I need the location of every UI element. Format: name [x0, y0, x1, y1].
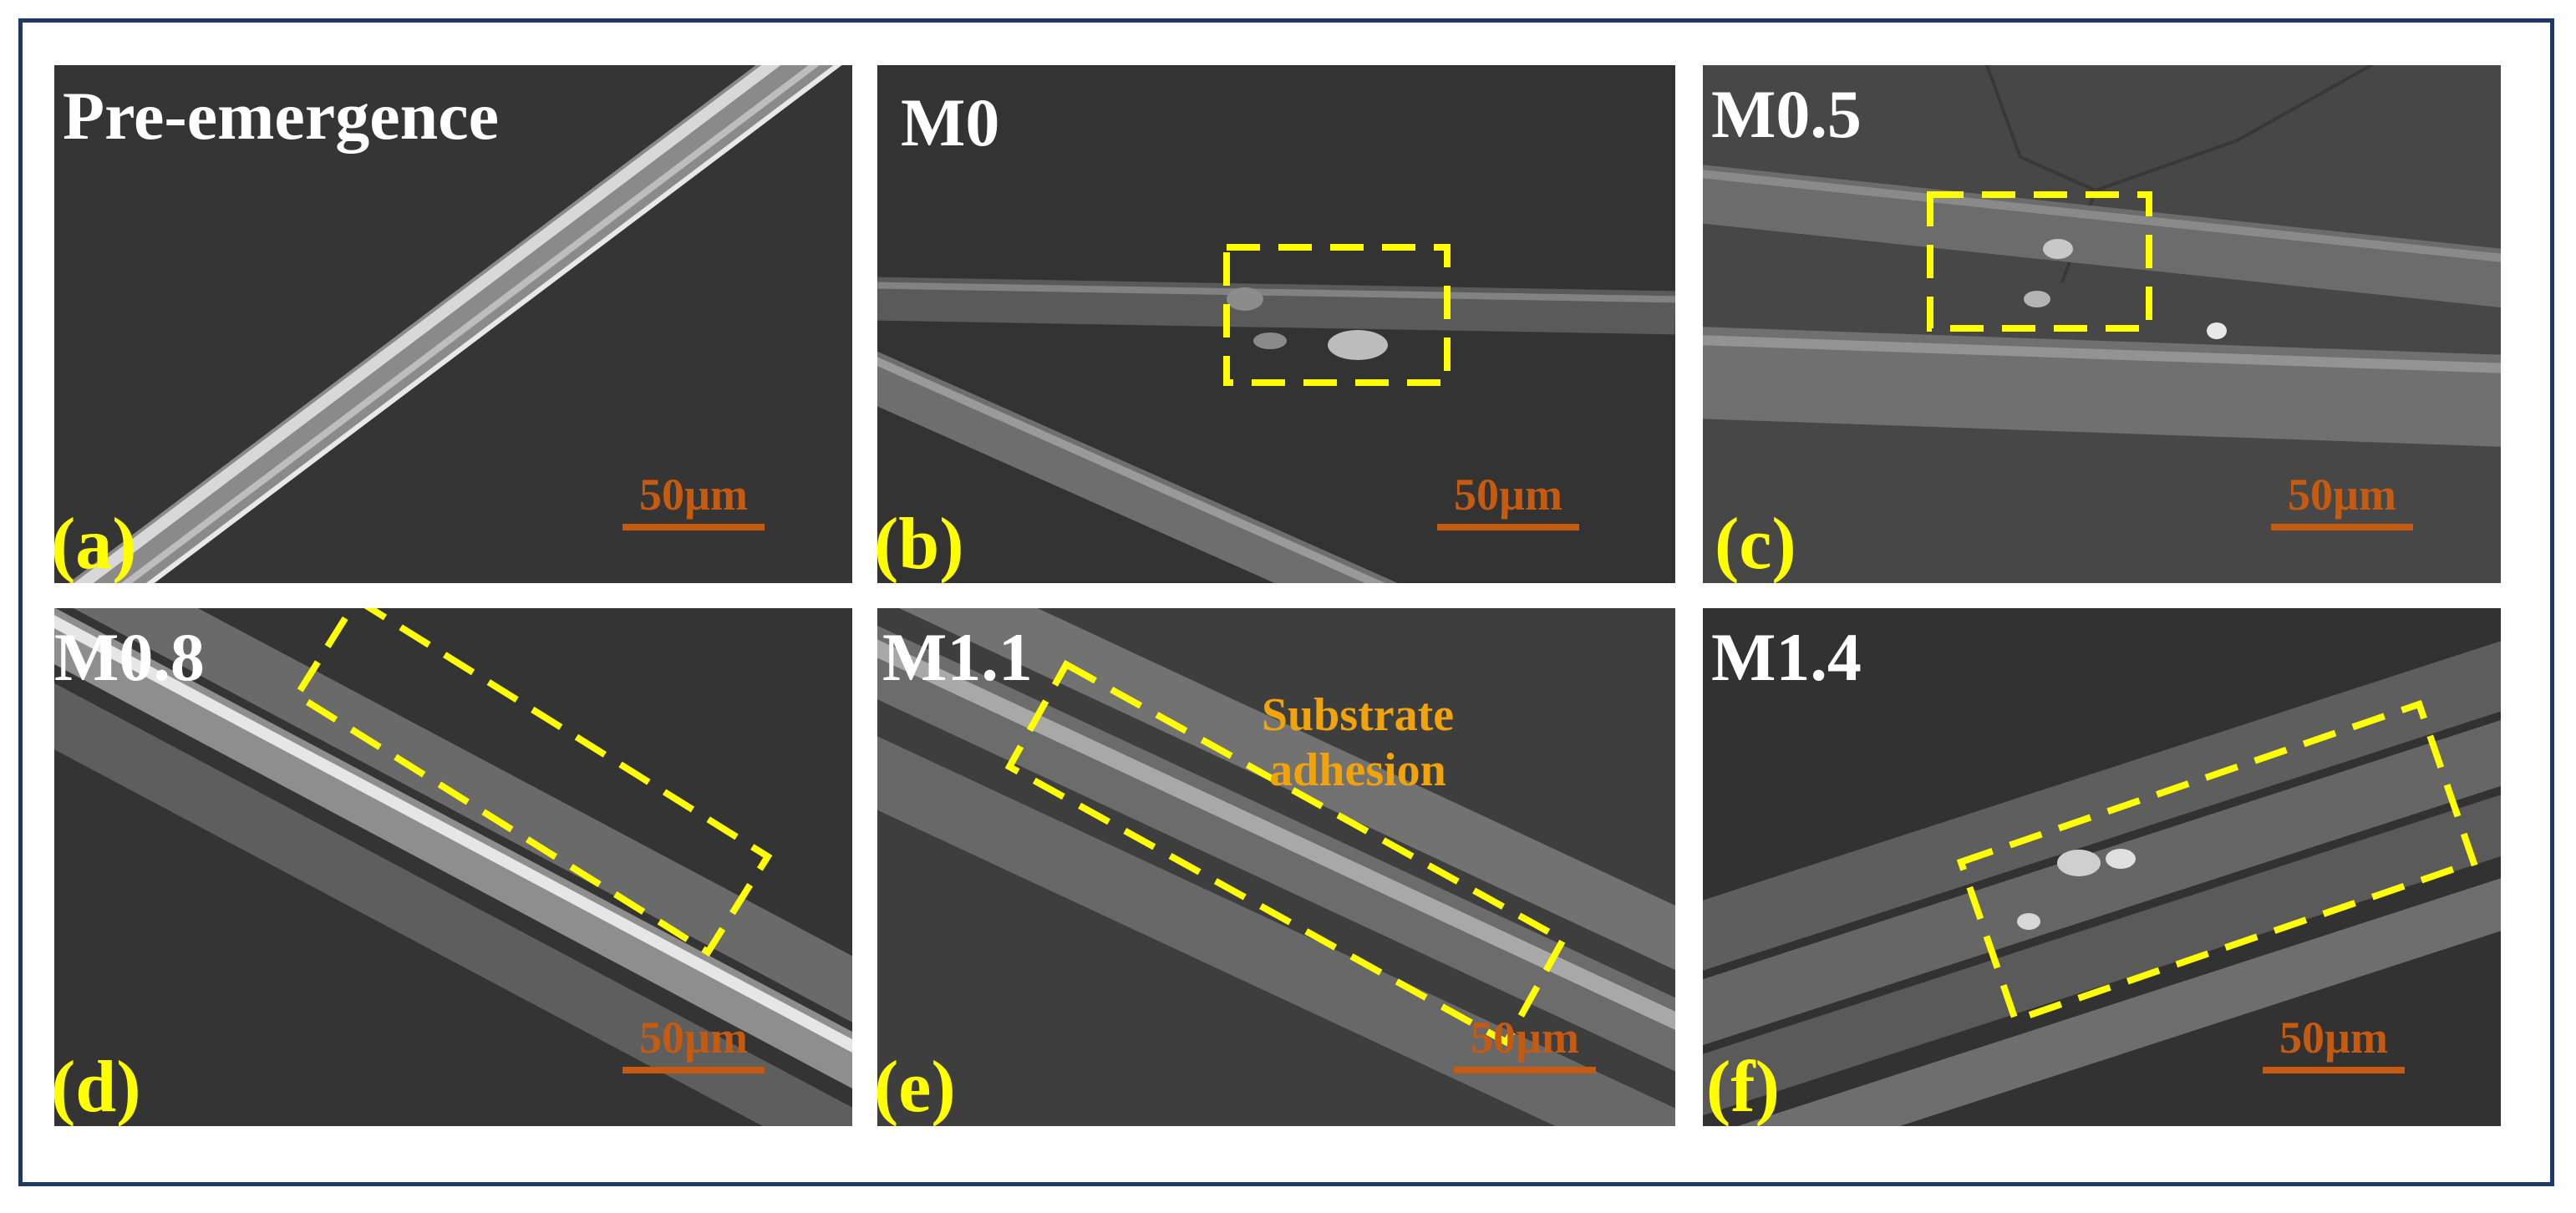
panel-f-title: M1.4 — [1711, 619, 1862, 695]
panel-f-scale-bar: 50µm — [2263, 1015, 2405, 1073]
panel-b-highlight-box — [1223, 244, 1451, 386]
panel-a-sem-image: Pre-emergence (a) 50µm — [54, 65, 852, 583]
panel-c-scale-text: 50µm — [2287, 469, 2397, 520]
panel-b-sem-image: M0 (b) 50µm — [877, 65, 1675, 583]
panel-d-highlight-box — [292, 608, 773, 957]
panel-d-scale-line — [622, 1067, 765, 1073]
panel-e-fiber-image — [877, 608, 1675, 1126]
panel-e-annotation: Substrate adhesion — [1261, 689, 1455, 797]
panel-d-sem-image: M0.8 (d) 50µm — [54, 608, 852, 1126]
panel-f-sem-image: M1.4 (f) 50µm — [1703, 608, 2501, 1126]
panel-b-label: (b) — [877, 504, 964, 583]
panel-e-title: M1.1 — [882, 619, 1033, 695]
panel-b-title: M0 — [901, 84, 1000, 160]
panel-a-label: (a) — [54, 504, 137, 583]
panel-f-highlight-box — [1956, 699, 2478, 1025]
panel-a-title: Pre-emergence — [63, 78, 499, 154]
panel-d-scale-bar: 50µm — [622, 1015, 765, 1073]
panel-f-scale-line — [2263, 1067, 2405, 1073]
panel-e-scale-bar: 50µm — [1454, 1015, 1596, 1073]
panel-c-label: (c) — [1715, 504, 1796, 583]
panel-c-highlight-box — [1927, 191, 2152, 332]
panel-c-sem-image: M0.5 (c) 50µm — [1703, 65, 2501, 583]
panel-e-scale-line — [1454, 1067, 1596, 1073]
panel-c-title: M0.5 — [1711, 76, 1862, 152]
panel-b-scale-text: 50µm — [1453, 469, 1563, 520]
panel-f-label: (f) — [1706, 1047, 1780, 1126]
panel-e-scale-text: 50µm — [1470, 1013, 1580, 1063]
panel-a-scale-bar: 50µm — [622, 472, 765, 530]
panel-b-fiber-image — [877, 65, 1675, 583]
panel-a-fiber-image — [54, 65, 852, 583]
panel-e-highlight-box — [1004, 659, 1568, 1047]
panel-b-scale-bar: 50µm — [1437, 472, 1579, 530]
panel-f-fiber-image — [1703, 608, 2501, 1126]
panel-a-scale-line — [622, 524, 765, 530]
panel-c-scale-line — [2271, 524, 2413, 530]
panel-a-scale-text: 50µm — [638, 469, 749, 520]
figure-frame — [18, 18, 2554, 1186]
panel-d-scale-text: 50µm — [638, 1013, 749, 1063]
panel-f-scale-text: 50µm — [2279, 1013, 2389, 1063]
panel-d-label: (d) — [54, 1047, 141, 1126]
panel-d-title: M0.8 — [54, 619, 205, 695]
panel-e-sem-image: M1.1 Substrate adhesion (e) 50µm — [877, 608, 1675, 1126]
panel-c-scale-bar: 50µm — [2271, 472, 2413, 530]
panel-b-scale-line — [1437, 524, 1579, 530]
panel-c-fiber-image — [1703, 65, 2501, 583]
panel-e-label: (e) — [877, 1047, 956, 1126]
panel-d-fiber-image — [54, 608, 852, 1126]
